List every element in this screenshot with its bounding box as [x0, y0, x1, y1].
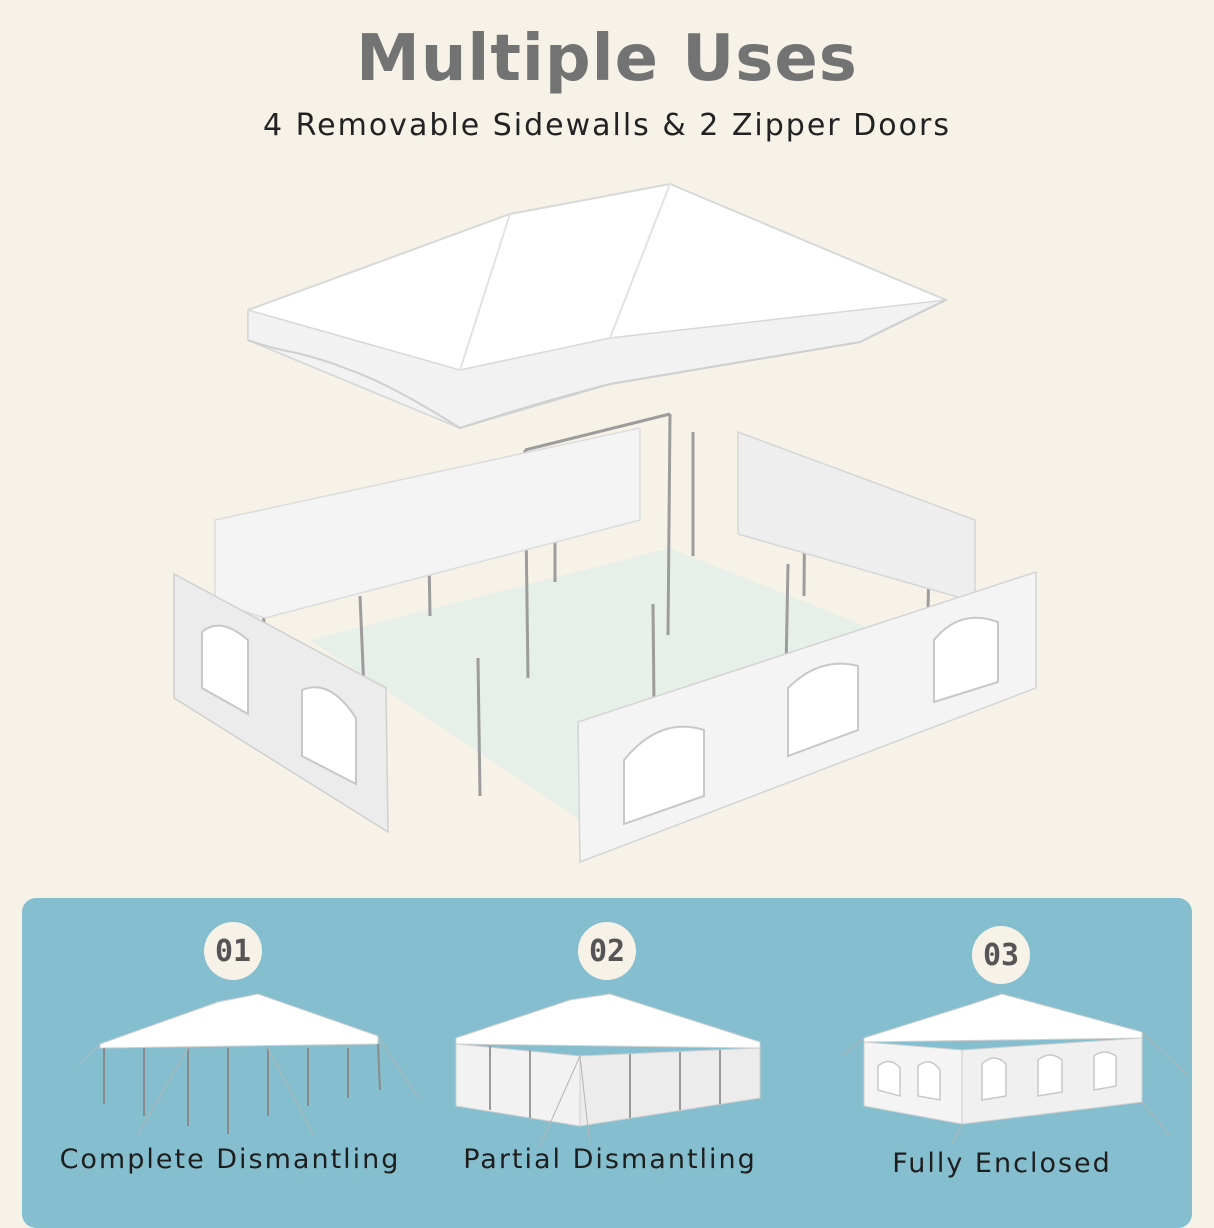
- option-complete-dismantling: 01 Complete Dismantling: [40, 898, 420, 1214]
- option-number-badge: 03: [972, 926, 1030, 984]
- option-number-badge: 02: [578, 922, 636, 980]
- window-icon: [877, 1060, 901, 1097]
- front-right-sidewall: [577, 570, 1037, 864]
- window-icon: [933, 616, 999, 704]
- window-icon: [1093, 1051, 1117, 1091]
- tent-floor: [310, 548, 900, 820]
- option-label: Fully Enclosed: [892, 1148, 1112, 1179]
- page-title: Multiple Uses: [356, 22, 858, 96]
- window-icon: [981, 1057, 1007, 1101]
- front-left-sidewall: [173, 572, 389, 834]
- tent-roof: [247, 182, 949, 430]
- option-label: Complete Dismantling: [59, 1144, 401, 1175]
- tent-fully-enclosed-icon: [842, 993, 1189, 1145]
- usage-options-panel: 01 Complete Dismantling 02: [22, 898, 1192, 1228]
- option-number-badge: 01: [204, 922, 262, 980]
- option-label: Partial Dismantling: [463, 1144, 757, 1175]
- back-right-sidewall: [737, 430, 976, 603]
- window-icon: [917, 1061, 941, 1101]
- window-icon: [623, 725, 705, 826]
- exploded-tent-illustration: [173, 182, 1037, 864]
- window-icon: [787, 662, 859, 758]
- back-left-sidewall: [214, 427, 641, 619]
- option-partial-dismantling: 02 Partial Dismantling: [420, 898, 800, 1214]
- tent-partial-walls-icon: [455, 993, 761, 1146]
- page-subtitle: 4 Removable Sidewalls & 2 Zipper Doors: [263, 108, 951, 143]
- option-fully-enclosed: 03 Fully Enclosed: [812, 898, 1192, 1214]
- window-icon: [1037, 1054, 1063, 1097]
- window-icon: [201, 624, 357, 786]
- tent-roof-only-icon: [78, 993, 419, 1137]
